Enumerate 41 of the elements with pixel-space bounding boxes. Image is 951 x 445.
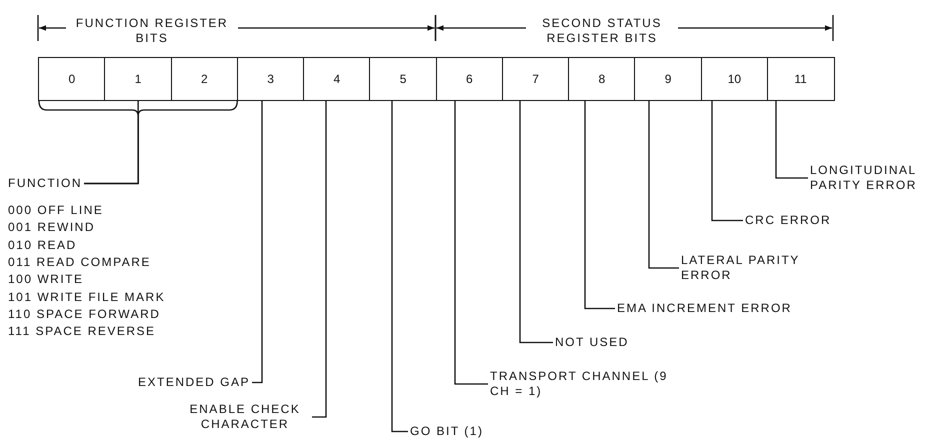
bit-field: 10 xyxy=(700,57,768,101)
function-code: 111 SPACE REVERSE xyxy=(7,324,157,340)
leader-line xyxy=(252,101,263,384)
field-description: CRC ERROR xyxy=(743,213,834,228)
leader-line xyxy=(454,101,488,385)
leader-line xyxy=(711,101,743,222)
leader-line xyxy=(648,101,679,269)
function-code: 100 WRITE xyxy=(7,272,85,288)
field-description: FUNCTION xyxy=(6,176,84,191)
leader-line xyxy=(775,101,808,179)
function-code: 001 REWIND xyxy=(7,220,96,236)
function-code: 011 READ COMPARE xyxy=(7,254,152,270)
bit-field: 9 xyxy=(634,57,702,101)
field-description: ENABLE CHECK CHARACTER xyxy=(178,402,312,432)
function-code: 101 WRITE FILE MARK xyxy=(7,290,166,304)
leader-line xyxy=(519,101,553,344)
bit-field: 11 xyxy=(766,57,834,101)
function-code: 110 SPACE FORWARD xyxy=(7,306,162,322)
bit-field: 8 xyxy=(568,57,636,101)
register-heading: FUNCTION REGISTER BITS xyxy=(74,16,230,46)
function-code: 000 OFF LINE xyxy=(7,203,104,218)
bit-field: 0 xyxy=(38,57,106,101)
field-description: TRANSPORT CHANNEL (9 CH = 1) xyxy=(488,369,682,399)
bit-field: 5 xyxy=(369,57,437,101)
field-description: GO BIT (1) xyxy=(408,424,486,439)
field-description: NOT USED xyxy=(553,335,631,350)
register-heading: SECOND STATUS REGISTER BITS xyxy=(541,16,663,46)
field-description: EXTENDED GAP xyxy=(136,375,252,390)
bit-field: 2 xyxy=(170,57,238,101)
bit-field: 3 xyxy=(236,57,304,101)
leader-line xyxy=(312,101,327,418)
bit-field: 1 xyxy=(104,57,172,101)
field-description: LATERAL PARITY ERROR xyxy=(679,253,823,283)
field-description: EMA INCREMENT ERROR xyxy=(615,301,794,316)
field-description: LONGITUDINAL PARITY ERROR xyxy=(808,163,948,193)
bit-field: 4 xyxy=(303,57,371,101)
leader-line xyxy=(584,101,615,310)
bit-field: 7 xyxy=(502,57,570,101)
function-code: 010 READ xyxy=(7,238,78,253)
bit-field: 6 xyxy=(436,57,504,101)
leader-line xyxy=(391,101,408,432)
